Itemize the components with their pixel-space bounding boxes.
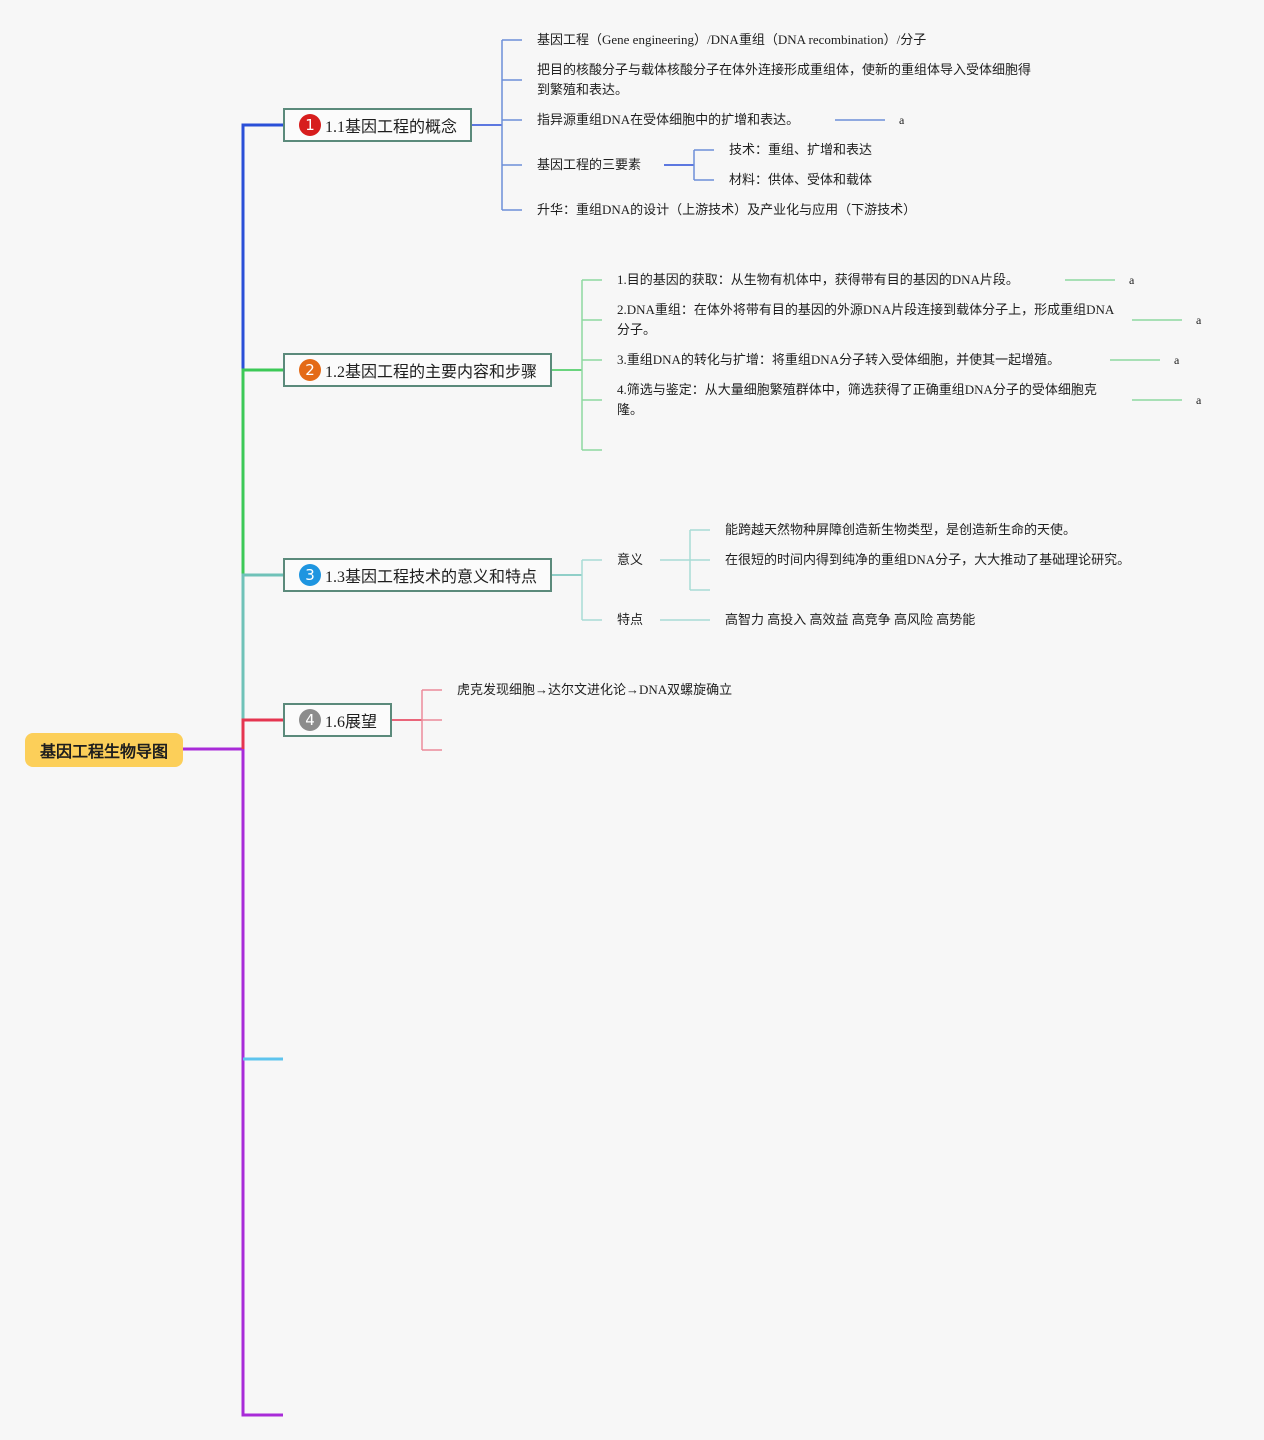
spine-connector: [183, 747, 283, 1417]
subtopic-marker[interactable]: a: [899, 113, 905, 127]
branch-topic-4[interactable]: 4 1.6展望: [283, 703, 392, 737]
number-4-icon: 4: [299, 709, 321, 731]
subtopic[interactable]: 在很短的时间内得到纯净的重组DNA分子，大大推动了基础理论研究。: [725, 552, 1131, 567]
branch-topic-label: 1.6展望: [325, 714, 378, 731]
number-3-icon: 3: [299, 564, 321, 586]
subtopic[interactable]: 2.DNA重组：在体外将带有目的基因的外源DNA片段连接到载体分子上，形成重组D…: [617, 302, 1115, 337]
number-2-icon: 2: [299, 359, 321, 381]
branch2-connector: [241, 368, 283, 749]
branch3-connector: [241, 573, 283, 749]
branch1-connector: [241, 123, 283, 749]
subtopic[interactable]: 基因工程的三要素: [537, 157, 642, 172]
subtopic[interactable]: 特点: [617, 612, 644, 627]
branch-topic-label: 1.1基因工程的概念: [325, 119, 458, 136]
branch1-children-connectors: [472, 39, 885, 211]
subtopic-marker[interactable]: a: [1196, 313, 1202, 327]
subtopic[interactable]: 能跨越天然物种屏障创造新生物类型，是创造新生命的天使。: [725, 522, 1077, 537]
branch4-children-connectors: [392, 689, 442, 751]
subtopic[interactable]: 材料：供体、受体和载体: [729, 172, 873, 187]
subtopic[interactable]: 升华：重组DNA的设计（上游技术）及产业化与应用（下游技术）: [537, 202, 917, 217]
subtopic[interactable]: 1.目的基因的获取：从生物有机体中，获得带有目的基因的DNA片段。: [617, 272, 1019, 287]
branch3-children-connectors: [552, 529, 710, 621]
subtopic[interactable]: 基因工程（Gene engineering）/DNA重组（DNA recombi…: [537, 32, 927, 47]
branch-topic-2[interactable]: 2 1.2基因工程的主要内容和步骤: [283, 353, 552, 387]
subtopic[interactable]: 把目的核酸分子与载体核酸分子在体外连接形成重组体，使新的重组体导入受体细胞得到繁…: [537, 62, 1032, 97]
number-1-icon: 1: [299, 114, 321, 136]
subtopic-marker[interactable]: a: [1129, 273, 1135, 287]
subtopic-marker[interactable]: a: [1196, 393, 1202, 407]
branch-topic-label: 1.3基因工程技术的意义和特点: [325, 569, 538, 586]
branch2-children-connectors: [552, 279, 1182, 451]
subtopic[interactable]: 技术：重组、扩增和表达: [729, 142, 873, 157]
branch-topic-label: 1.2基因工程的主要内容和步骤: [325, 364, 538, 381]
subtopic-marker[interactable]: a: [1174, 353, 1180, 367]
root-topic-label: 基因工程生物导图: [39, 742, 168, 761]
subtopic[interactable]: 虎克发现细胞→达尔文进化论→DNA双螺旋确立: [457, 682, 733, 697]
subtopic[interactable]: 3.重组DNA的转化与扩增：将重组DNA分子转入受体细胞，并使其一起增殖。: [617, 352, 1061, 367]
subtopic[interactable]: 意义: [617, 552, 644, 567]
root-topic[interactable]: 基因工程生物导图: [25, 733, 183, 767]
branch-topic-3[interactable]: 3 1.3基因工程技术的意义和特点: [283, 558, 552, 592]
subtopic[interactable]: 高智力 高投入 高效益 高竞争 高风险 高势能: [725, 612, 976, 627]
subtopic[interactable]: 指异源重组DNA在受体细胞中的扩增和表达。: [537, 112, 800, 127]
branch-topic-1[interactable]: 1 1.1基因工程的概念: [283, 108, 472, 142]
subtopic[interactable]: 4.筛选与鉴定：从大量细胞繁殖群体中，筛选获得了正确重组DNA分子的受体细胞克隆…: [617, 382, 1097, 417]
branch4-connector: [241, 718, 283, 749]
